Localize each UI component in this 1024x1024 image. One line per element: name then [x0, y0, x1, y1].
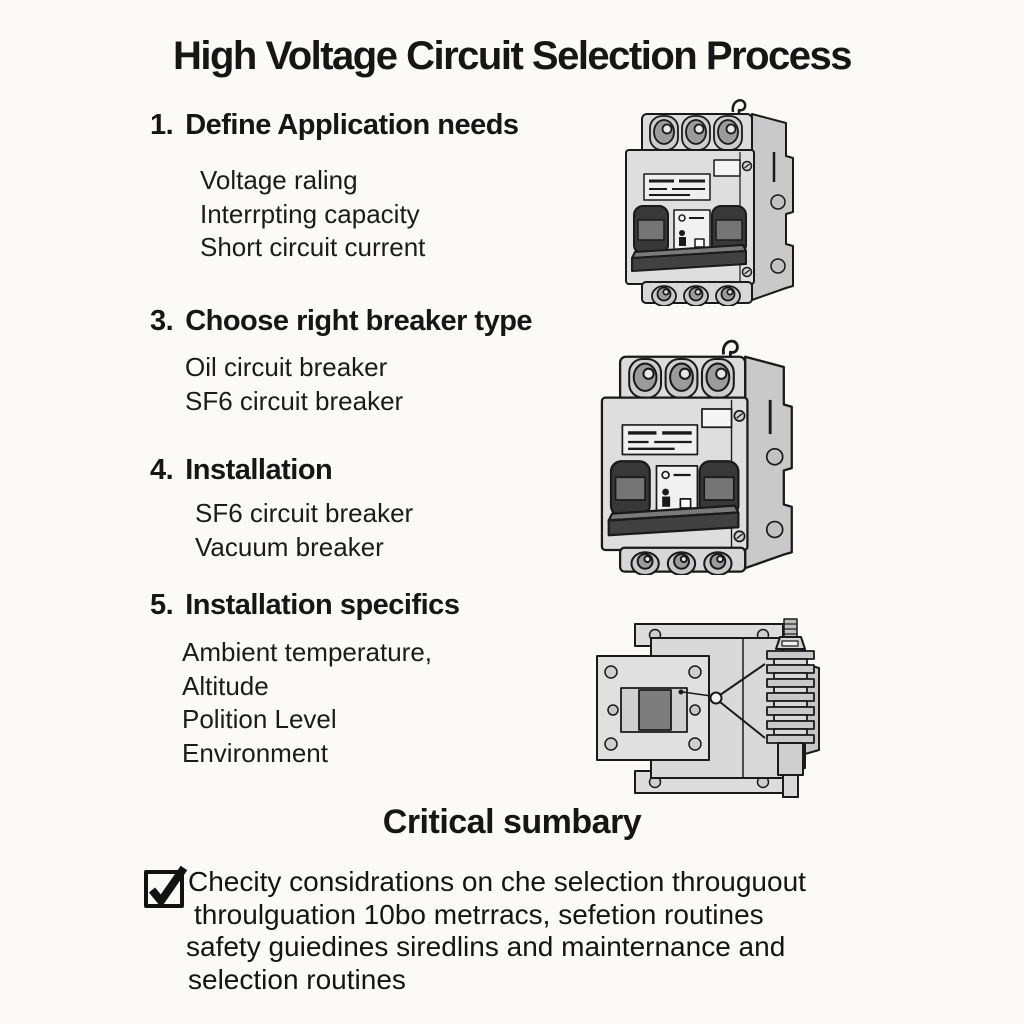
- list-item: Altitude: [182, 670, 269, 701]
- step-heading-text: Define Application needs: [185, 109, 519, 141]
- list-item: Oil circuit breaker: [185, 352, 388, 382]
- list-item: Vacuum breaker: [195, 531, 384, 562]
- summary-paragraph: Checity considrations on che selection t…: [186, 866, 868, 996]
- page-title: High Voltage Circuit Selection Process: [173, 34, 853, 78]
- step-5: 5. Installation specifics Ambient tempera…: [150, 589, 460, 770]
- circuit-breaker-drawing: [624, 98, 795, 306]
- step-number: 3.: [150, 305, 174, 337]
- step-1-items: Voltage raling Interrpting capacity Shor…: [200, 164, 519, 265]
- list-item: SF6 circuit breaker: [185, 385, 404, 416]
- step-1: 1. Define Application needs Voltage ralin…: [150, 109, 519, 265]
- summary-line: safety guiedines siredlins and mainterna…: [186, 931, 786, 962]
- checkmark-icon: [148, 865, 188, 908]
- step-heading-text: Installation specifics: [185, 589, 460, 621]
- list-item: Polition Level: [182, 704, 337, 734]
- step-heading-text: Installation: [185, 454, 333, 486]
- summary-heading: Critical sumbary: [382, 803, 642, 841]
- list-item: Voltage raling: [200, 165, 358, 195]
- summary-checkbox: [144, 865, 188, 908]
- step-4-heading: 4. Installation: [150, 454, 413, 487]
- list-item: Environment: [182, 737, 328, 768]
- circuit-breaker-illustration-1: [612, 94, 802, 306]
- summary-line: throulguation 10bo metrracs, sefetion ro…: [194, 898, 764, 930]
- step-3-items: Oil circuit breaker SF6 circuit breaker: [185, 351, 532, 418]
- step-number: 1.: [150, 109, 174, 141]
- list-item: SF6 circuit breaker: [195, 498, 414, 528]
- step-4: 4. Installation SF6 circuit breaker Vacuu…: [150, 454, 413, 564]
- step-3: 3. Choose right breaker type Oil circuit …: [150, 305, 533, 418]
- step-heading-text: Choose right breaker type: [185, 305, 533, 337]
- list-item: Short circuit current: [200, 232, 426, 262]
- summary-line: selection routines: [188, 963, 406, 995]
- step-5-items: Ambient temperature, Altitude Polition L…: [182, 636, 459, 770]
- list-item: Ambient temperature,: [182, 637, 433, 667]
- step-3-heading: 3. Choose right breaker type: [150, 305, 533, 338]
- step-1-heading: 1. Define Application needs: [150, 109, 519, 142]
- step-number: 5.: [150, 589, 174, 621]
- step-4-items: SF6 circuit breaker Vacuum breaker: [195, 497, 413, 564]
- circuit-breaker-drawing: [600, 339, 794, 575]
- summary-line: Checity considrations on che selection t…: [188, 866, 806, 897]
- mechanism-bushing-drawing: [596, 618, 820, 798]
- step-5-heading: 5. Installation specifics: [150, 589, 460, 622]
- list-item: Interrpting capacity: [200, 198, 420, 229]
- circuit-breaker-illustration-2: [586, 334, 802, 575]
- breaker-mechanism-illustration: [583, 616, 878, 801]
- step-number: 4.: [150, 454, 174, 486]
